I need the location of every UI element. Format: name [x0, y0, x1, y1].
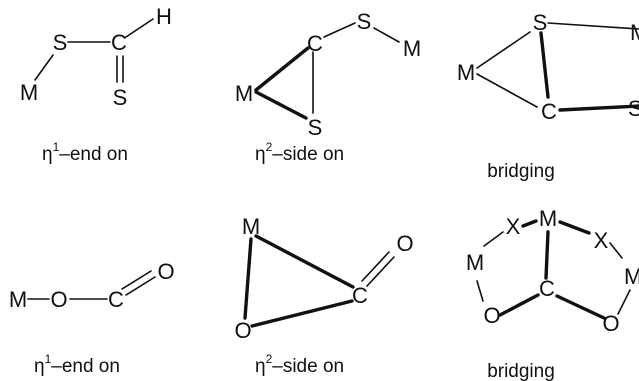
bond-s-m [373, 27, 400, 43]
bond-m-top-x-right [558, 220, 591, 235]
atom-o: O [50, 287, 67, 312]
bond-c-s-right [558, 104, 639, 112]
atom-s: S [308, 115, 323, 140]
bond-m-o-left [476, 280, 484, 302]
bond-c-o-double-b [366, 256, 395, 287]
atom-m: M [630, 20, 639, 45]
bond-s-c [539, 31, 550, 99]
atom-o: O [602, 311, 619, 336]
atom-m: M [457, 60, 475, 85]
panel-co2-eta2-side-on: M C O O η2–side on [234, 214, 413, 377]
bond-m-s [476, 31, 531, 69]
atom-h: H [156, 4, 172, 29]
caption-eta2-side-on: η2–side on [255, 352, 344, 377]
atom-c: C [352, 283, 368, 308]
bond-m-s [254, 90, 308, 120]
caption-eta2-side-on: η2–side on [255, 140, 344, 165]
atom-o: O [396, 231, 413, 256]
atom-s: S [533, 10, 548, 35]
panel-cs2-eta2-side-on: M C S S M η2–side on [235, 9, 421, 165]
atom-m: M [242, 214, 260, 239]
bond-m-c [476, 73, 538, 108]
bond-c-s-outer [323, 22, 356, 38]
caption-superscript: 1 [53, 140, 60, 154]
bond-c-o-double-a [361, 251, 390, 282]
atom-c: C [111, 30, 127, 55]
atom-x: X [594, 228, 609, 253]
atom-o: O [157, 259, 174, 284]
caption-superscript: 2 [266, 140, 273, 154]
atom-c: C [108, 287, 124, 312]
atom-m: M [9, 287, 27, 312]
atom-c: C [541, 99, 557, 124]
panel-cs2-eta1-end-on: M S C H S η1–end on [20, 4, 172, 165]
atom-s: S [113, 85, 128, 110]
atom-x: X [506, 214, 521, 239]
atom-s: S [357, 9, 372, 34]
bond-c-h [125, 18, 154, 38]
bond-m-o [243, 237, 253, 320]
bond-m-x-left [483, 231, 504, 247]
bond-s-m-right [547, 22, 639, 30]
bond-m-s [34, 54, 54, 81]
caption-bridging: bridging [487, 161, 555, 182]
caption-superscript: 1 [45, 352, 52, 366]
panel-cs2-bridging: M S C M S bridging [457, 10, 639, 182]
caption-eta: η [34, 356, 45, 377]
caption-mode: –side on [272, 144, 344, 165]
atom-s: S [628, 96, 639, 121]
caption-eta: η [255, 144, 266, 165]
atom-c: C [539, 276, 555, 301]
atom-s: S [53, 30, 68, 55]
atom-o: O [234, 318, 251, 343]
atom-c: C [307, 31, 323, 56]
bond-m-top-c [544, 230, 550, 280]
bond-c-o-double-a [121, 270, 152, 290]
atom-m: M [403, 36, 421, 61]
bond-x-m-top-left [521, 219, 538, 228]
atom-m: M [235, 81, 253, 106]
caption-eta: η [42, 144, 53, 165]
atom-o: O [483, 303, 500, 328]
bond-o-m-right [617, 289, 631, 315]
caption-mode: –side on [272, 356, 344, 377]
bond-c-o-double-b [125, 276, 156, 296]
bond-o-c [250, 299, 354, 328]
caption-bridging: bridging [487, 361, 555, 381]
caption-mode: –end on [59, 144, 128, 165]
caption-eta: η [255, 356, 266, 377]
atom-m: M [624, 264, 639, 289]
atom-m: M [539, 206, 557, 231]
bond-x-m-right [609, 242, 623, 259]
caption-eta1-end-on: η1–end on [34, 352, 120, 377]
caption-eta1-end-on: η1–end on [42, 140, 128, 165]
atom-m: M [466, 250, 484, 275]
atom-m: M [20, 80, 38, 105]
caption-mode: –end on [51, 356, 120, 377]
bond-m-c [254, 46, 310, 92]
bond-o-c-left [498, 293, 540, 317]
panel-co2-eta1-end-on: M O C O η1–end on [9, 259, 175, 377]
panel-co2-bridging: M X M X M O C O bridging [466, 206, 639, 381]
bond-c-o-right [555, 294, 606, 320]
caption-superscript: 2 [266, 352, 273, 366]
bond-m-c [254, 234, 355, 289]
